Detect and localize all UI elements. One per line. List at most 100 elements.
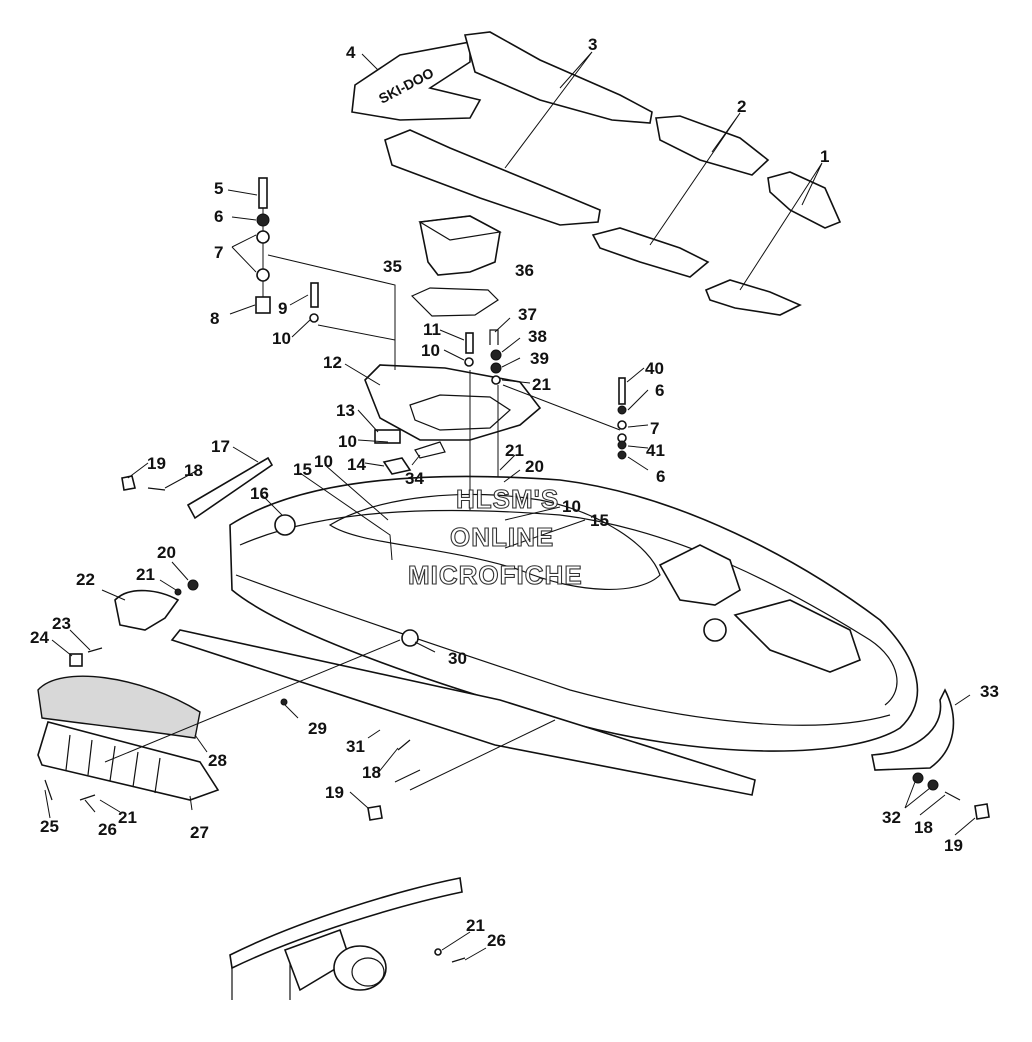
hardware-right xyxy=(617,377,627,460)
callout-6c: 6 xyxy=(656,467,665,486)
washer-32a xyxy=(912,772,924,784)
callout-21e: 21 xyxy=(466,916,485,935)
side-rail-31 xyxy=(170,629,756,796)
nut-38 xyxy=(490,349,502,361)
plug-30 xyxy=(401,629,419,647)
callout-25: 25 xyxy=(40,817,59,836)
bow-parts xyxy=(871,688,990,820)
washer-7c xyxy=(617,420,627,430)
guard-22 xyxy=(114,589,180,631)
callout-5: 5 xyxy=(214,179,223,198)
hull-lower-line xyxy=(235,574,891,726)
stern-cover-28 xyxy=(37,675,201,739)
watermark: HLSM'S ONLINE MICROFICHE xyxy=(407,483,583,590)
callout-23: 23 xyxy=(52,614,71,633)
screw-18a xyxy=(147,487,166,491)
callout-29: 29 xyxy=(308,719,327,738)
callout-20b: 20 xyxy=(157,543,176,562)
side-parts xyxy=(37,456,756,821)
callout-41: 41 xyxy=(646,441,665,460)
screw-26b xyxy=(451,957,466,963)
callout-17: 17 xyxy=(211,437,230,456)
callout-21b: 21 xyxy=(505,441,524,460)
inset-hull-side xyxy=(231,960,291,1000)
eyelet-19a xyxy=(121,475,136,491)
front-mat-logo-panel xyxy=(351,41,482,121)
callout-15b: 15 xyxy=(590,511,609,530)
callout-11: 11 xyxy=(423,320,441,339)
bolt-11 xyxy=(465,332,474,354)
rear-mat-left xyxy=(704,279,802,316)
hardware-left xyxy=(255,177,319,323)
eyelet-19c xyxy=(974,803,990,820)
callout-10d: 10 xyxy=(314,452,333,471)
callout-10e: 10 xyxy=(562,497,581,516)
callout-18a: 18 xyxy=(184,461,203,480)
bolt-40 xyxy=(618,377,626,405)
washer-21e xyxy=(434,948,442,956)
nut-6b xyxy=(617,405,627,415)
callout-7a: 7 xyxy=(214,243,223,262)
washer-39 xyxy=(490,362,502,374)
callout-2: 2 xyxy=(737,97,746,116)
storage-frame-opening xyxy=(409,394,511,431)
callout-26b: 26 xyxy=(487,931,506,950)
screw-18c xyxy=(944,791,961,801)
deck-mats: SKI-DOO xyxy=(351,31,842,316)
inset-hull-edge xyxy=(229,877,463,970)
callout-6a: 6 xyxy=(214,207,223,226)
center-mat-left xyxy=(591,227,710,278)
callout-15a: 15 xyxy=(293,460,312,479)
callout-19c: 19 xyxy=(944,836,963,855)
console xyxy=(658,544,741,606)
callout-27: 27 xyxy=(190,823,209,842)
inset-bumper-knob xyxy=(333,945,387,991)
callout-21c: 21 xyxy=(136,565,155,584)
washer-21c xyxy=(174,588,182,596)
bin-gasket xyxy=(410,287,499,317)
callout-18c: 18 xyxy=(914,818,933,837)
callout-31: 31 xyxy=(346,737,365,756)
callout-30: 30 xyxy=(448,649,467,668)
callout-36: 36 xyxy=(515,261,534,280)
console-knob xyxy=(703,618,727,642)
callout-10c: 10 xyxy=(338,432,357,451)
callout-40: 40 xyxy=(645,359,664,378)
storage-bin xyxy=(419,215,501,276)
nut-6 xyxy=(256,213,270,227)
bolt-5 xyxy=(258,177,268,209)
u-bolt-37 xyxy=(489,329,499,345)
vent-16 xyxy=(274,514,296,536)
eyelet-19b xyxy=(367,805,383,821)
hull xyxy=(229,475,919,752)
bumper-rail-17 xyxy=(186,456,274,520)
inset-bumper-knob-inner xyxy=(351,957,385,987)
callout-26a: 26 xyxy=(98,820,117,839)
watermark-line-1: HLSM'S xyxy=(456,484,559,514)
callout-7b: 7 xyxy=(650,419,659,438)
callout-13: 13 xyxy=(336,401,355,420)
screw-25 xyxy=(44,779,53,801)
callout-10b: 10 xyxy=(421,341,440,360)
watermark-line-3: MICROFICHE xyxy=(408,560,583,590)
washer-21a xyxy=(491,375,501,385)
callout-19a: 19 xyxy=(147,454,166,473)
callout-19b: 19 xyxy=(325,783,344,802)
seat-area xyxy=(328,493,661,591)
callout-33: 33 xyxy=(980,682,999,701)
washer-7b xyxy=(256,268,270,282)
left-mat-upper xyxy=(463,31,653,124)
callout-6b: 6 xyxy=(655,381,664,400)
screw-26a xyxy=(79,794,96,801)
center-mat-right xyxy=(655,115,770,176)
hull-deck-line xyxy=(239,509,898,706)
washer-7a xyxy=(256,230,270,244)
spacer-8 xyxy=(255,296,271,314)
callout-16: 16 xyxy=(250,484,269,503)
screw-23 xyxy=(87,647,103,653)
callout-32: 32 xyxy=(882,808,901,827)
callout-10a: 10 xyxy=(272,329,291,348)
callout-21d: 21 xyxy=(118,808,137,827)
bolt-9 xyxy=(310,282,319,308)
